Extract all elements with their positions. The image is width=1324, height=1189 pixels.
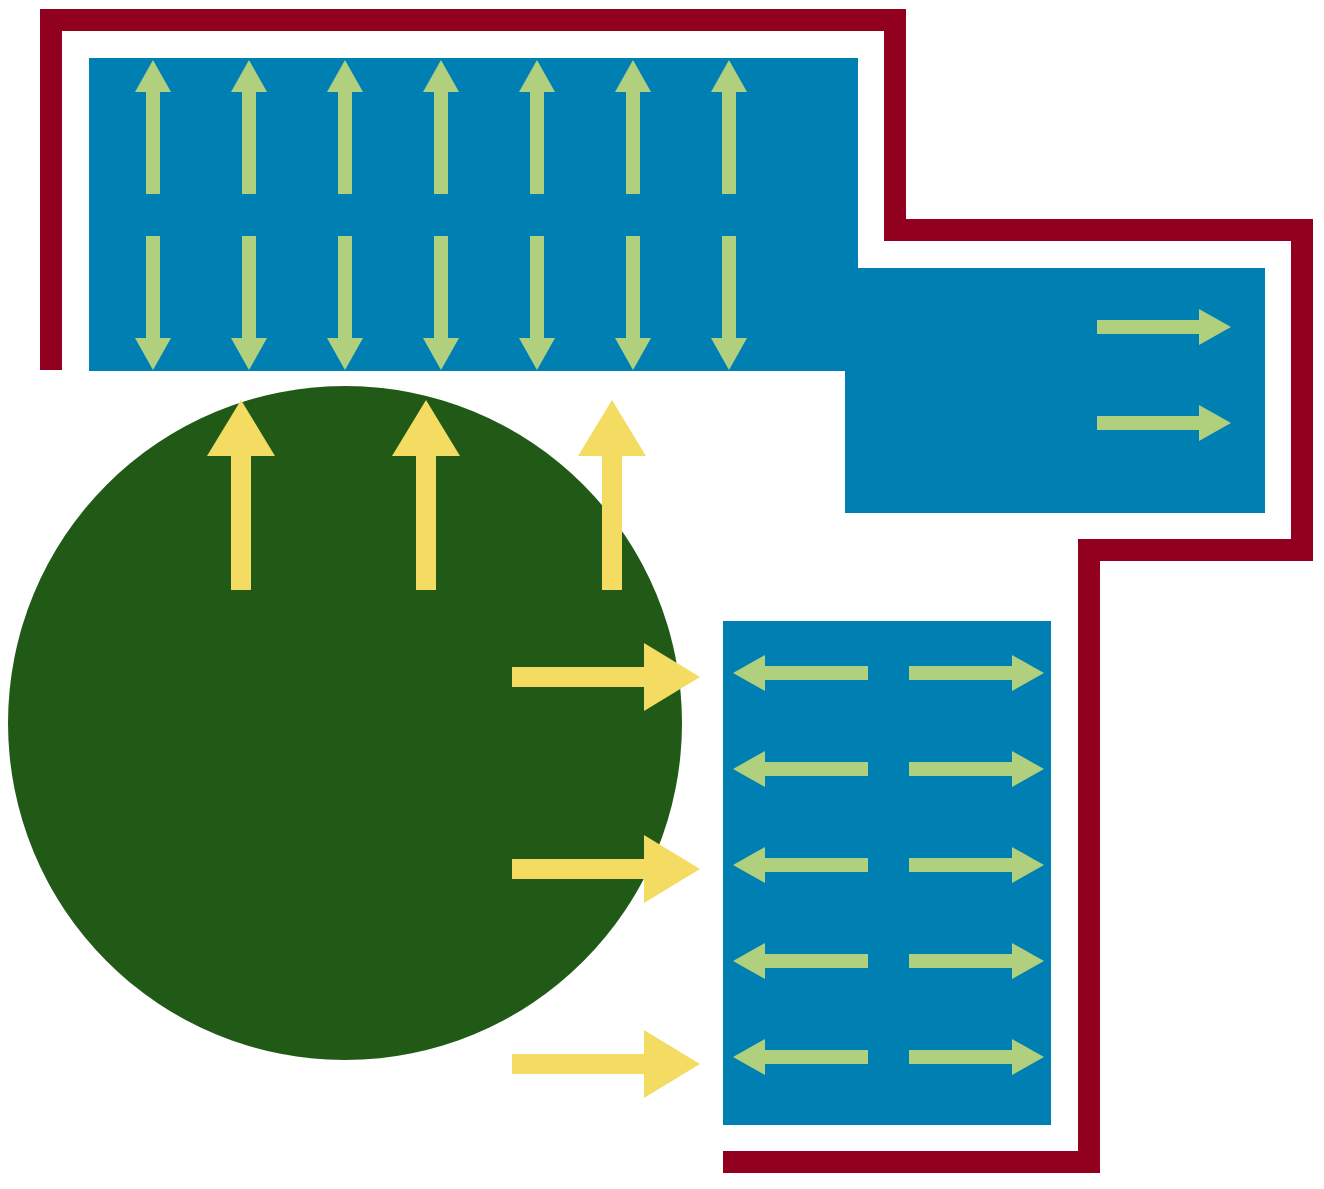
left-arrow-icon [733,943,868,979]
left-arrow-icon [733,847,868,883]
right-arrow-icon [512,835,700,903]
right-arrow-icon [909,943,1044,979]
right-panel [845,268,1265,513]
arrow-group [135,60,1231,1098]
down-arrow-icon [423,236,459,370]
up-arrow-icon [327,60,363,194]
right-arrow-icon [909,1039,1044,1075]
right-arrow-icon [909,847,1044,883]
down-arrow-icon [231,236,267,370]
right-arrow-icon [512,1030,700,1098]
up-arrow-icon [711,60,747,194]
right-arrow-icon [909,751,1044,787]
up-arrow-icon [231,60,267,194]
right-arrow-icon [512,643,700,711]
down-arrow-icon [327,236,363,370]
up-arrow-icon [207,400,275,590]
up-arrow-icon [423,60,459,194]
up-arrow-icon [519,60,555,194]
left-arrow-icon [733,1039,868,1075]
right-arrow-icon [1097,405,1231,441]
right-arrow-icon [1097,309,1231,345]
right-arrow-icon [909,655,1044,691]
boundary-wall [40,9,1313,1173]
green-circle [8,386,682,1060]
left-arrow-icon [733,655,868,691]
down-arrow-icon [519,236,555,370]
left-arrow-icon [733,751,868,787]
up-arrow-icon [135,60,171,194]
bottom-panel [723,621,1051,1125]
up-arrow-icon [615,60,651,194]
down-arrow-icon [615,236,651,370]
top-panel [89,58,858,371]
down-arrow-icon [135,236,171,370]
up-arrow-icon [392,400,460,590]
down-arrow-icon [711,236,747,370]
up-arrow-icon [578,400,646,590]
